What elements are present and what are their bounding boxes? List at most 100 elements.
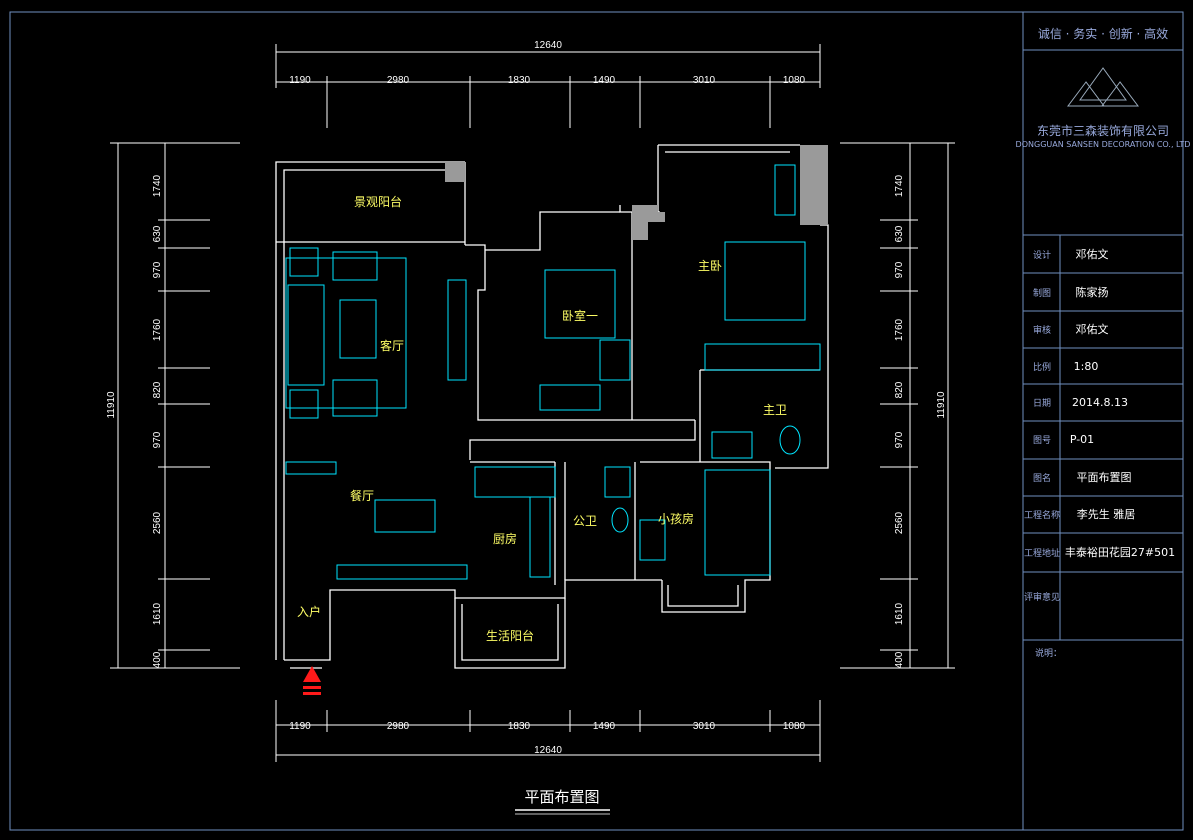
drawing-name-value: 平面布置图	[1077, 471, 1132, 484]
bottom-dimension-lines	[275, 700, 821, 762]
date-value: 2014.8.13	[1072, 396, 1128, 409]
bedroom-one-cabinet	[599, 339, 631, 381]
top-dimension-lines	[275, 44, 821, 128]
label-utility-balcony: 生活阳台	[486, 628, 534, 643]
master-bath-toilet	[779, 425, 801, 455]
right-dim-3: 970	[894, 261, 905, 278]
company-name-en: DONGGUAN SANSEN DECORATION CO., LTD	[1016, 140, 1191, 149]
right-dim-6: 970	[894, 431, 905, 448]
drawing-title: 平面布置图	[524, 788, 599, 806]
label-master-bedroom: 主卧	[698, 259, 722, 273]
client-value: 李先生 雅居	[1077, 507, 1136, 521]
top-dim-5: 3010	[693, 75, 716, 86]
entry-cabinet	[285, 461, 337, 475]
label-landscape-balcony: 景观阳台	[354, 194, 402, 209]
armchair-top	[332, 251, 378, 281]
left-dim-5: 820	[152, 381, 163, 398]
side-table-top	[289, 247, 319, 277]
drawing-no-value: P-01	[1070, 433, 1094, 446]
label-bedroom-one: 卧室一	[562, 308, 598, 323]
armchair-bottom	[332, 379, 378, 417]
master-desk	[774, 164, 796, 216]
left-dim-9: 400	[152, 651, 163, 668]
drawing-frame	[9, 11, 1184, 831]
bottom-dim-3: 1830	[508, 721, 531, 732]
bottom-dim-1: 1190	[289, 721, 311, 732]
right-dim-5: 820	[894, 381, 905, 398]
checked-value: 邓佑文	[1076, 322, 1109, 336]
master-wardrobe	[704, 343, 821, 371]
right-dim-1: 1740	[894, 174, 905, 197]
top-dim-1: 1190	[289, 75, 311, 86]
client-label: 工程名称	[1024, 509, 1060, 521]
bedroom-one-bed	[544, 269, 616, 339]
overall-height-right: 11910	[936, 391, 947, 419]
date-label: 日期	[1033, 398, 1051, 409]
scale-label: 比例	[1033, 361, 1051, 373]
furniture	[285, 164, 821, 580]
public-bath-basin	[604, 466, 631, 498]
left-dim-4: 1760	[152, 318, 163, 341]
checked-label: 审核	[1033, 324, 1051, 336]
bedroom-one-wardrobe	[539, 384, 601, 411]
master-bath-basin	[711, 431, 753, 459]
right-dim-7: 2560	[894, 511, 905, 534]
label-kids-room: 小孩房	[658, 511, 694, 526]
design-label: 设计	[1033, 249, 1051, 261]
column-2	[800, 145, 828, 225]
entry-arrow-icon	[303, 666, 321, 695]
public-bath-toilet	[611, 507, 629, 533]
notes-label: 说明：	[1035, 647, 1062, 659]
column-1	[445, 162, 465, 182]
bottom-dim-5: 3010	[693, 721, 716, 732]
side-table-bottom	[289, 389, 319, 419]
right-dim-4: 1760	[894, 318, 905, 341]
bottom-dim-4: 1490	[593, 721, 616, 732]
left-dim-6: 970	[152, 431, 163, 448]
right-dim-9: 400	[894, 651, 905, 668]
tv-cabinet	[447, 279, 467, 381]
drawing-name-label: 图名	[1033, 472, 1051, 484]
kids-desk	[639, 519, 666, 561]
label-entrance: 入户	[297, 604, 321, 619]
left-dim-8: 1610	[152, 602, 163, 625]
design-value: 邓佑文	[1076, 247, 1109, 261]
left-dim-7: 2560	[152, 511, 163, 534]
left-dim-1: 1740	[152, 174, 163, 197]
rug	[285, 257, 407, 409]
scale-value: 1:80	[1074, 360, 1099, 373]
left-dimension-lines	[110, 142, 240, 669]
column-3	[632, 205, 665, 240]
kitchen-stove	[474, 466, 556, 498]
title-block-lines	[1023, 49, 1183, 641]
left-dim-2: 630	[152, 225, 163, 242]
overall-width-label-bottom: 12640	[534, 745, 562, 756]
bottom-dim-2: 2980	[387, 721, 410, 732]
kids-bed	[704, 469, 771, 576]
address-value: 丰泰裕田花园27#501	[1065, 545, 1175, 559]
coffee-table	[339, 299, 377, 359]
company-name-cn: 东莞市三森装饰有限公司	[1037, 123, 1169, 138]
company-slogan: 诚信 · 务实 · 创新 · 高效	[1038, 26, 1168, 41]
walls	[275, 144, 829, 669]
label-public-bath: 公卫	[573, 514, 597, 528]
drawing-no-label: 图号	[1033, 435, 1051, 446]
label-master-bath: 主卫	[763, 403, 787, 417]
kitchen-counter	[529, 496, 551, 578]
drawn-label: 制图	[1033, 287, 1051, 299]
sofa	[287, 284, 325, 386]
dining-table	[374, 499, 436, 533]
overall-height-left: 11910	[106, 391, 117, 419]
top-dim-6: 1080	[783, 75, 806, 86]
company-logo	[1067, 67, 1139, 107]
label-dining-room: 餐厅	[350, 488, 374, 503]
overall-width-label: 12640	[534, 40, 562, 51]
top-dim-2: 2980	[387, 75, 410, 86]
review-label: 评审意见	[1024, 591, 1060, 603]
top-dim-4: 1490	[593, 75, 616, 86]
right-dimension-lines	[840, 142, 955, 669]
label-living-room: 客厅	[380, 338, 404, 353]
left-dim-3: 970	[152, 261, 163, 278]
bottom-dim-6: 1080	[783, 721, 806, 732]
